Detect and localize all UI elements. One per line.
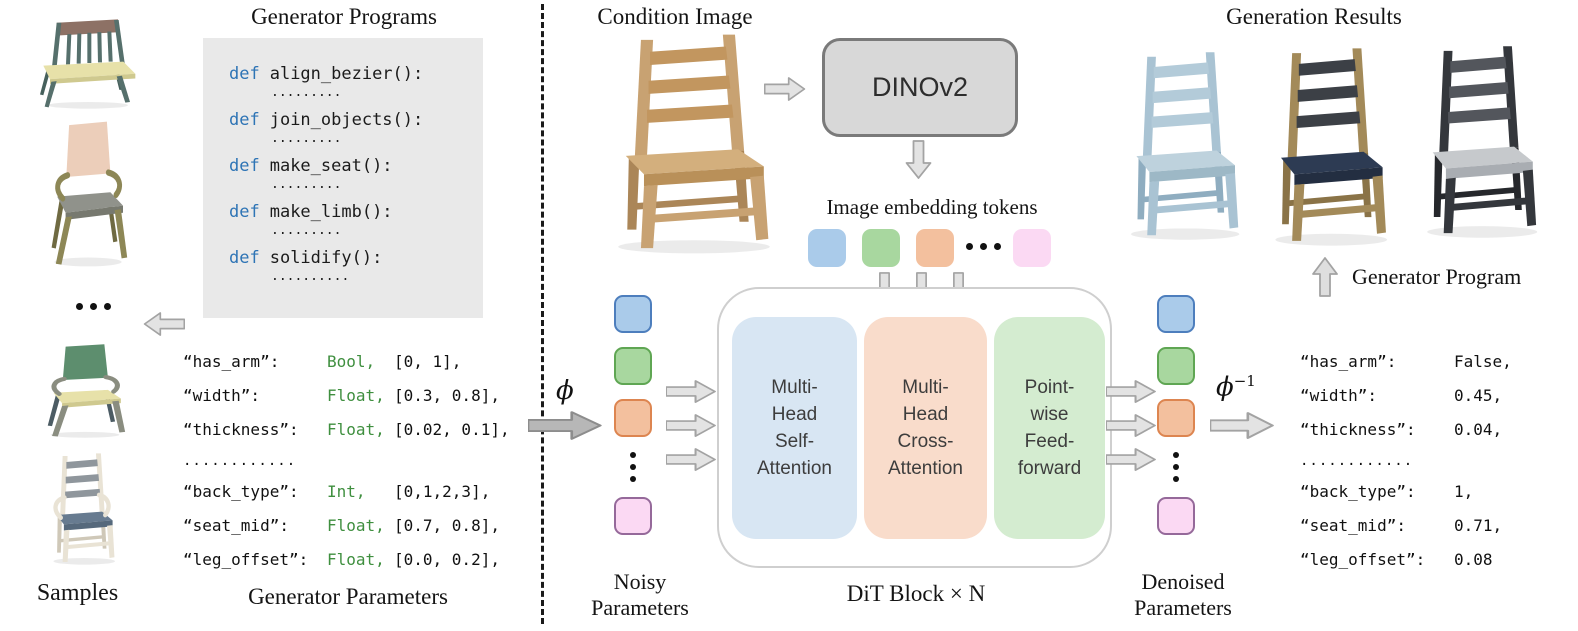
code-body-dots: ......... xyxy=(271,223,342,238)
phi-arrow-icon xyxy=(528,411,602,440)
def-keyword: def xyxy=(229,156,260,176)
dino-v2-box: DINOv2 xyxy=(822,38,1018,137)
denoised-token-blue xyxy=(1157,295,1195,333)
samples-label: Samples xyxy=(36,580,119,606)
outputs-ellipsis: ............ xyxy=(1300,453,1414,469)
code-body-dots: ......... xyxy=(271,131,342,146)
phi-inverse-arrow-icon xyxy=(1210,412,1274,439)
denoised-token-pink xyxy=(1157,497,1195,535)
param-row: “leg_offset”:Float,[0.0, 0.2], xyxy=(183,550,500,569)
multi-head-cross-attention-block: Multi- Head Cross- Attention xyxy=(864,317,987,539)
image-embedding-tokens-label: Image embedding tokens xyxy=(826,195,1038,219)
dit-to-denoised-arrow-icon xyxy=(1106,448,1156,471)
dit-to-denoised-arrow-icon xyxy=(1106,380,1156,403)
sample-chair-4 xyxy=(46,452,120,566)
def-keyword: def xyxy=(229,110,260,130)
param-row: “width”:Float,[0.3, 0.8], xyxy=(183,386,500,405)
def-keyword: def xyxy=(229,64,260,84)
code-body-dots: ......... xyxy=(271,85,342,100)
output-row: “width”:0.45, xyxy=(1300,386,1503,405)
param-row: “back_type”:Int,[0,1,2,3], xyxy=(183,482,491,501)
dit-block-label: DiT Block × N xyxy=(846,581,986,606)
noisy-token-blue xyxy=(614,295,652,333)
generator-program-label: Generator Program xyxy=(1352,264,1522,289)
sample-chair-3 xyxy=(42,342,128,440)
embedding-tokens-ellipsis-icon xyxy=(966,243,1001,250)
noisy-to-dit-arrow-icon xyxy=(666,414,716,437)
function-name: solidify(): xyxy=(269,248,383,268)
noisy-token-pink xyxy=(614,497,652,535)
noisy-token-orange xyxy=(614,399,652,437)
result-chair-2 xyxy=(1262,46,1396,248)
denoised-parameters-label: Denoised Parameters xyxy=(1134,569,1232,620)
generator-parameters-list: “has_arm”:Bool,[0, 1], “width”:Float,[0.… xyxy=(183,345,510,577)
function-name: join_objects(): xyxy=(269,110,424,130)
denoised-token-orange xyxy=(1157,399,1195,437)
generator-program-arrow-icon xyxy=(1312,257,1338,297)
sample-chair-1 xyxy=(38,16,138,110)
code-entry: def make_limb(): ......... xyxy=(229,202,483,240)
embedding-token-pink xyxy=(1013,229,1051,267)
phi-inverse-label: ϕ−1 xyxy=(1216,372,1256,403)
programs-to-samples-arrow-icon xyxy=(143,312,185,336)
output-row: “leg_offset”:0.08 xyxy=(1300,550,1493,569)
noisy-token-green xyxy=(614,347,652,385)
param-row: “seat_mid”:Float,[0.7, 0.8], xyxy=(183,516,500,535)
condition-chair-image xyxy=(600,32,782,256)
code-entry: def make_seat(): ......... xyxy=(229,156,483,194)
embedding-token-orange xyxy=(916,229,954,267)
code-body-dots: ......... xyxy=(271,177,342,192)
embedding-token-green xyxy=(862,229,900,267)
section-divider xyxy=(541,4,544,624)
sample-chair-2 xyxy=(46,118,130,270)
param-row: “has_arm”:Bool,[0, 1], xyxy=(183,352,462,371)
denoised-tokens-ellipsis-icon xyxy=(1173,452,1179,482)
noisy-parameters-label: Noisy Parameters xyxy=(591,569,689,620)
dit-block-container: Multi- Head Self- Attention Multi- Head … xyxy=(717,287,1112,568)
def-keyword: def xyxy=(229,248,260,268)
noisy-to-dit-arrow-icon xyxy=(666,448,716,471)
denoised-token-green xyxy=(1157,347,1195,385)
output-row: “has_arm”:False, xyxy=(1300,352,1512,371)
embedding-token-blue xyxy=(808,229,846,267)
code-body-dots: .......... xyxy=(271,269,350,284)
dino-v2-label: DINOv2 xyxy=(871,72,969,102)
samples-ellipsis-icon xyxy=(76,303,111,310)
function-name: align_bezier(): xyxy=(269,64,424,84)
code-entry: def align_bezier(): ......... xyxy=(229,64,483,102)
phi-label: ϕ xyxy=(556,376,574,406)
dit-to-denoised-arrow-icon xyxy=(1106,414,1156,437)
result-chair-3 xyxy=(1414,44,1546,240)
function-name: make_seat(): xyxy=(269,156,393,176)
params-ellipsis: ............ xyxy=(183,453,297,469)
generator-programs-title: Generator Programs xyxy=(251,4,437,29)
generator-parameters-title: Generator Parameters xyxy=(248,584,448,609)
function-name: make_limb(): xyxy=(269,202,393,222)
output-parameters-list: “has_arm”:False, “width”:0.45, “thicknes… xyxy=(1300,345,1512,577)
result-chair-1 xyxy=(1118,50,1248,242)
code-entry: def join_objects(): ......... xyxy=(229,110,483,148)
generator-programs-box: def align_bezier(): ......... def join_obj… xyxy=(203,38,483,318)
multi-head-self-attention-block: Multi- Head Self- Attention xyxy=(732,317,857,539)
dino-to-tokens-arrow-icon xyxy=(905,140,932,179)
output-row: “thickness”:0.04, xyxy=(1300,420,1503,439)
condition-image-title: Condition Image xyxy=(597,4,753,29)
noisy-to-dit-arrow-icon xyxy=(666,380,716,403)
pointwise-feedforward-block: Point- wise Feed- forward xyxy=(994,317,1105,539)
generation-results-title: Generation Results xyxy=(1226,4,1402,29)
def-keyword: def xyxy=(229,202,260,222)
noisy-tokens-ellipsis-icon xyxy=(630,452,636,482)
output-row: “seat_mid”:0.71, xyxy=(1300,516,1503,535)
output-row: “back_type”:1, xyxy=(1300,482,1474,501)
param-row: “thickness”:Float,[0.02, 0.1], xyxy=(183,420,510,439)
condition-to-dino-arrow-icon xyxy=(764,77,806,101)
code-entry: def solidify(): .......... xyxy=(229,248,483,286)
